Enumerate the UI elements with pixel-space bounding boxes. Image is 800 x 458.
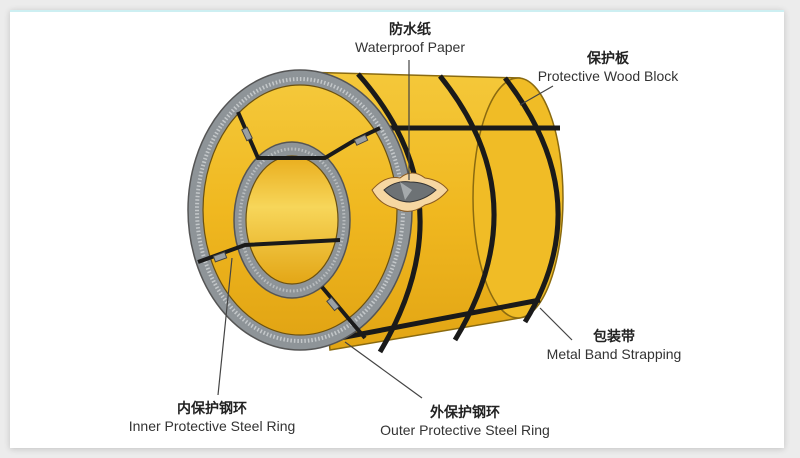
label-outer-protective-steel-ring: 外保护钢环 Outer Protective Steel Ring bbox=[380, 404, 550, 438]
label-cn: 保护板 bbox=[586, 50, 630, 66]
label-metal-band-strapping: 包装带 Metal Band Strapping bbox=[547, 328, 682, 362]
label-en: Outer Protective Steel Ring bbox=[380, 422, 550, 438]
leader-lines bbox=[217, 60, 573, 399]
metal-bands bbox=[330, 72, 561, 354]
label-cn: 防水纸 bbox=[389, 21, 431, 37]
inner-protective-steel-ring-shape bbox=[233, 141, 351, 299]
label-en: Metal Band Strapping bbox=[547, 346, 682, 362]
label-protective-wood-block: 保护板 Protective Wood Block bbox=[538, 50, 680, 84]
label-en: Protective Wood Block bbox=[538, 68, 680, 84]
band-clips bbox=[212, 126, 369, 312]
label-cn: 外保护钢环 bbox=[430, 404, 500, 420]
label-inner-protective-steel-ring: 内保护钢环 Inner Protective Steel Ring bbox=[129, 400, 296, 434]
label-en: Waterproof Paper bbox=[355, 39, 465, 55]
label-cn: 包装带 bbox=[593, 328, 635, 344]
label-en: Inner Protective Steel Ring bbox=[129, 418, 296, 434]
label-cn: 内保护钢环 bbox=[177, 400, 247, 416]
label-waterproof-paper: 防水纸 Waterproof Paper bbox=[355, 21, 465, 55]
waterproof-paper-tear bbox=[371, 172, 449, 212]
